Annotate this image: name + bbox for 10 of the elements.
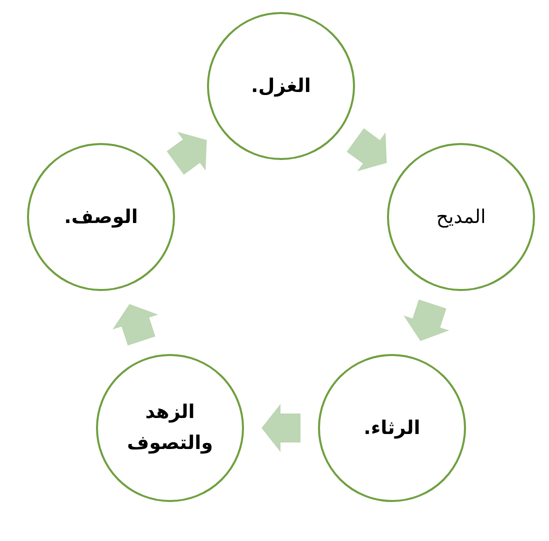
- circle-label: الغزل.: [251, 74, 311, 99]
- block-arrow: [112, 304, 158, 346]
- block-arrow: [404, 299, 450, 342]
- block-arrow: [166, 132, 207, 175]
- circle-label: الرثاء.: [364, 416, 420, 441]
- circle-label: المديح: [436, 204, 486, 230]
- block-arrow: [346, 128, 387, 172]
- circle-label: الزهد والتصوف: [126, 400, 214, 456]
- block-arrow: [262, 404, 300, 452]
- circle-label: الوصف.: [64, 204, 138, 230]
